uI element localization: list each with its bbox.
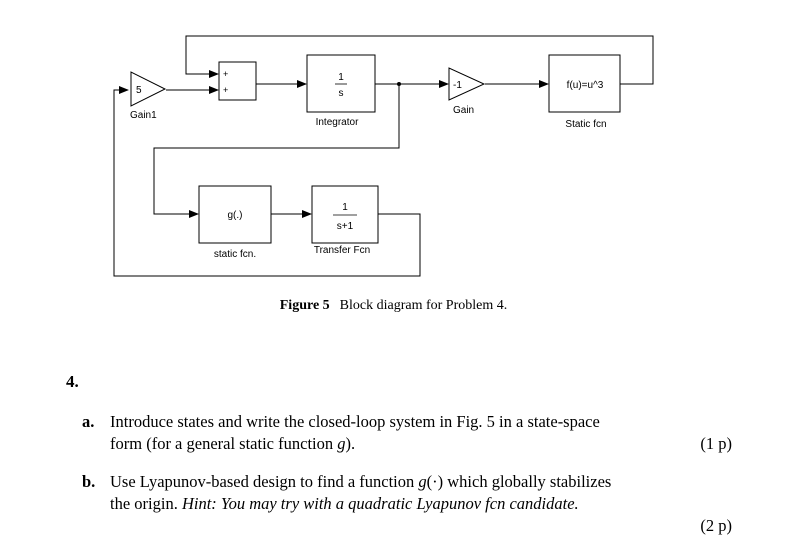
signal-lines <box>113 35 654 277</box>
gain1-label: Gain1 <box>130 110 157 121</box>
part-b-points: (2 p) <box>700 516 732 535</box>
g-block-expression: g(.) <box>228 210 243 221</box>
part-a-line2-post: ). <box>345 434 356 453</box>
part-a-points: (1 p) <box>700 434 732 453</box>
static-fcn-label: Static fcn <box>565 119 606 130</box>
block-diagram: 5 Gain1 + + 1 s Integrator -1 Gain f(u)=… <box>113 35 654 277</box>
part-b-hint: Hint: You may try with a quadratic Lyapu… <box>181 494 579 513</box>
g-block-label: static fcn. <box>214 249 256 260</box>
gain1-block <box>130 71 167 107</box>
problem-part-b: b. Use Lyapunov-based design to find a f… <box>82 471 732 537</box>
static-fcn-expression: f(u)=u^3 <box>567 80 604 91</box>
part-a-label: a. <box>82 412 95 431</box>
part-b-label: b. <box>82 472 96 491</box>
sum-block <box>218 61 257 101</box>
transfer-fcn-denominator: s+1 <box>337 221 354 232</box>
problem-number: 4. <box>66 372 79 391</box>
integrator-denominator: s <box>339 88 344 99</box>
part-a-line1: Introduce states and write the closed-lo… <box>110 412 600 431</box>
part-b-line1-pre: Use Lyapunov-based design to find a func… <box>110 472 419 491</box>
part-b-line1-post: which globally stabilizes <box>443 472 612 491</box>
integrator-block <box>306 54 376 113</box>
transfer-fcn-block <box>311 185 379 244</box>
line-branch-to-g <box>153 84 400 218</box>
figure-label: Figure 5 <box>279 298 330 313</box>
sum-sign-upper: + <box>223 69 228 79</box>
gain-block <box>448 67 486 101</box>
part-b-function-g: g <box>418 472 427 491</box>
part-a-line2-pre: form (for a general static function <box>110 434 338 453</box>
g-block <box>198 185 272 244</box>
part-b-function-arg: (·) <box>426 472 444 491</box>
part-a-variable-g: g <box>337 434 346 453</box>
branch-point <box>397 82 401 86</box>
transfer-fcn-label: Transfer Fcn <box>314 245 370 256</box>
transfer-fcn-numerator: 1 <box>342 202 348 213</box>
integrator-numerator: 1 <box>338 72 344 83</box>
part-b-line2: the origin. Hint: You may try with a qua… <box>110 493 732 515</box>
line-bottom-feedback <box>113 86 421 277</box>
integrator-label: Integrator <box>316 117 359 128</box>
part-b-points-row: (2 p) <box>110 515 732 537</box>
part-a-line2: form (for a general static function g). … <box>110 433 732 455</box>
figure-caption: Figure 5 Block diagram for Problem 4. <box>0 298 787 314</box>
figure-caption-text: Block diagram for Problem 4. <box>339 298 508 313</box>
line-top-feedback <box>185 35 654 85</box>
gain-value: -1 <box>453 80 462 91</box>
sum-sign-lower: + <box>223 85 228 95</box>
part-b-line1: Use Lyapunov-based design to find a func… <box>110 471 732 493</box>
problem-part-a: a. Introduce states and write the closed… <box>82 411 732 455</box>
static-fcn-block <box>548 54 621 113</box>
gain1-value: 5 <box>136 85 142 96</box>
gain-label: Gain <box>453 105 474 116</box>
part-b-line2-pre: the origin. <box>110 494 182 513</box>
